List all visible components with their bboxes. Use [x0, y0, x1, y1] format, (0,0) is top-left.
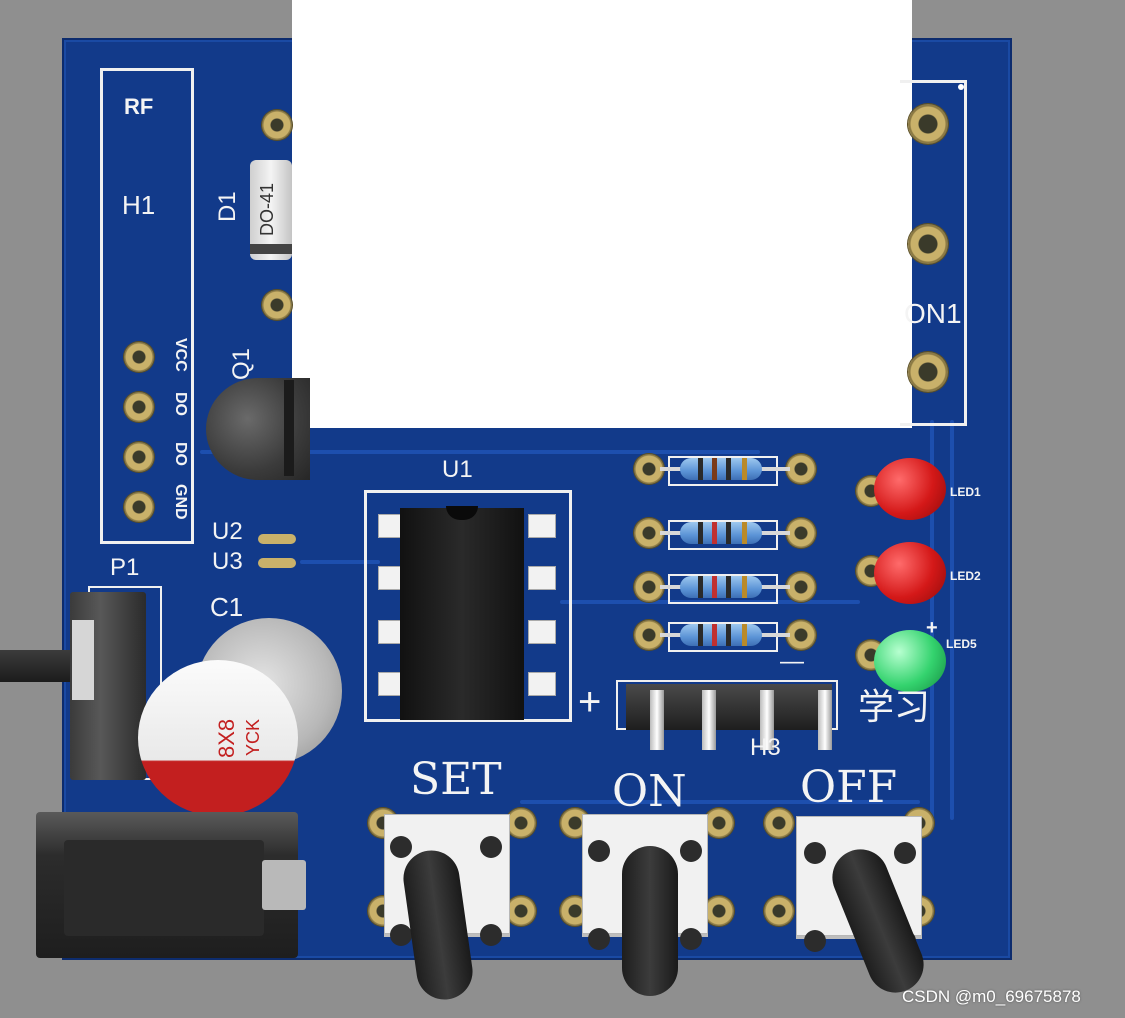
- h3-plus-label: +: [578, 680, 602, 724]
- h1-pin-pad: [124, 392, 154, 422]
- h1-pin-label-gnd: GND: [172, 484, 189, 520]
- copper-trace: [300, 560, 380, 564]
- led1: [874, 458, 946, 520]
- con1-pad: [908, 104, 948, 144]
- copper-trace: [950, 420, 954, 820]
- p1-switch-actuator: [0, 650, 78, 682]
- u1-pad: [528, 672, 556, 696]
- u2-label: U2: [212, 518, 243, 545]
- watermark: CSDN @m0_69675878: [902, 987, 1081, 1006]
- cap-marking-1: 8X8: [214, 718, 239, 758]
- u3-pads: [258, 558, 296, 568]
- c1-label: C1: [210, 592, 244, 622]
- h3-minus-label: —: [780, 648, 804, 675]
- copper-trace: [930, 420, 934, 820]
- off-button-label: OFF: [800, 762, 898, 813]
- h1-pin-label-do: DO: [172, 442, 189, 466]
- p1-label: P1: [110, 554, 140, 581]
- on-button-label: ON: [612, 766, 687, 817]
- led2: [874, 542, 946, 604]
- h3-pin: [650, 690, 664, 750]
- learn-label: 学习: [858, 687, 931, 728]
- u1-pad: [528, 566, 556, 590]
- h1-pin-pad: [124, 492, 154, 522]
- dc-jack-pin: [262, 860, 306, 910]
- h1-pin-label-vcc: VCC: [172, 338, 189, 372]
- q1-transistor: [206, 378, 310, 480]
- q1-label: Q1: [228, 347, 255, 380]
- h3-pin: [818, 690, 832, 750]
- h1-header-outline: [100, 68, 194, 544]
- con1-outline: [900, 80, 967, 426]
- rf-module-shield: [292, 0, 912, 428]
- u1-pad: [528, 514, 556, 538]
- con1-pad: [908, 352, 948, 392]
- set-button-label: SET: [410, 754, 502, 805]
- led5: [874, 630, 946, 692]
- led1-label: LED1: [950, 485, 981, 499]
- diode-package-label: DO-41: [257, 182, 277, 236]
- cap-marking-2: YCK: [243, 718, 263, 756]
- u1-outline: [364, 490, 572, 722]
- h1-pin-pad: [124, 342, 154, 372]
- u1-notch: [446, 506, 478, 520]
- d1-label: D1: [214, 191, 241, 222]
- con1-pin1-dot: [958, 84, 964, 90]
- h3-label: H3: [750, 734, 781, 761]
- d1-cathode-band: [250, 244, 292, 254]
- h1-label: H1: [122, 190, 156, 220]
- con1-pad: [908, 224, 948, 264]
- h3-pin: [702, 690, 716, 750]
- led2-label: LED2: [950, 569, 981, 583]
- rf-label: RF: [124, 94, 154, 119]
- c1-capacitor-body: [138, 660, 298, 816]
- led5-plus: +: [926, 617, 938, 639]
- h3-pin: [760, 690, 774, 750]
- d1-pad: [262, 110, 292, 140]
- dc-jack-opening: [64, 840, 264, 936]
- led5-label: LED5: [946, 637, 977, 651]
- h1-pin-label-do: DO: [172, 392, 189, 416]
- con1-label: ON1: [904, 298, 962, 329]
- u1-pad: [528, 620, 556, 644]
- q1-flat-face: [284, 380, 294, 476]
- u2-pads: [258, 534, 296, 544]
- copper-trace: [520, 800, 920, 804]
- p1-switch-window: [72, 620, 94, 700]
- d1-pad: [262, 290, 292, 320]
- u1-ic-body: [400, 508, 524, 720]
- d1-diode-body: [250, 160, 292, 260]
- h1-pin-pad: [124, 442, 154, 472]
- u3-label: U3: [212, 548, 243, 575]
- copper-trace: [200, 450, 760, 454]
- u1-label: U1: [442, 456, 473, 483]
